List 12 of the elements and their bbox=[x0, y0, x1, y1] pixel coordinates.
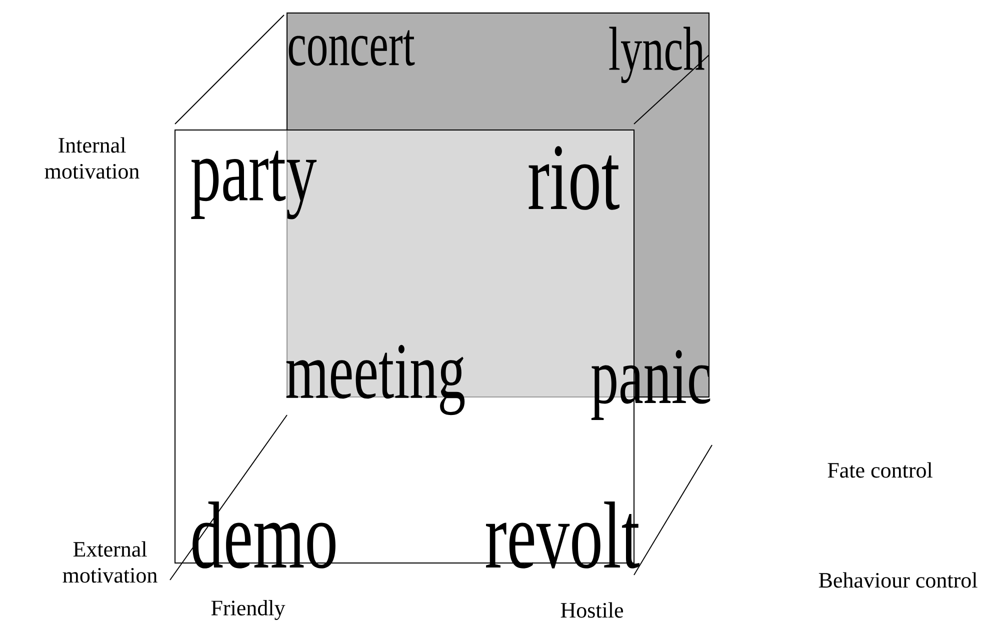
axis-label: Behaviour control bbox=[818, 572, 978, 588]
axis-label: Fate control bbox=[828, 462, 932, 478]
word-label: demo bbox=[192, 502, 336, 568]
axis-label: Internal motivation bbox=[44, 137, 140, 179]
axis-label: Hostile bbox=[560, 602, 624, 618]
word-label: lynch bbox=[609, 26, 704, 84]
word-label: concert bbox=[288, 30, 415, 66]
word-label: meeting bbox=[286, 344, 465, 416]
word-label: party bbox=[191, 150, 317, 220]
word-label: riot bbox=[528, 146, 620, 210]
axis-label: External motivation bbox=[62, 541, 158, 583]
axis-label: Friendly bbox=[211, 600, 286, 620]
